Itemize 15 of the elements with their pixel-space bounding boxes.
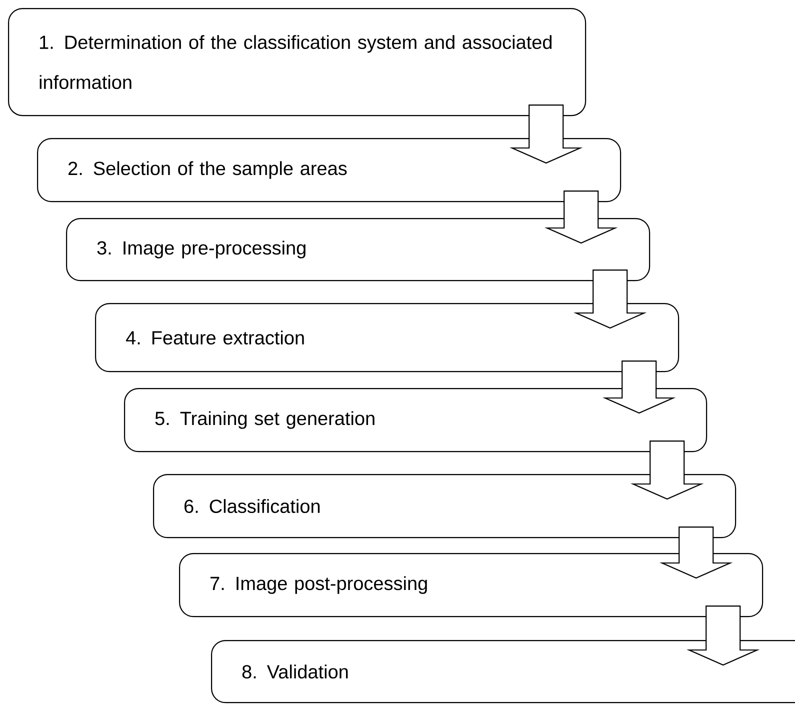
process-box: 3. Image pre-processing [66, 218, 650, 282]
block-arrow [660, 526, 733, 579]
process-box: 6. Classification [153, 474, 736, 538]
process-box: 1. Determination of the classification system and associated information [8, 8, 586, 116]
process-box: 5. Training set generation [124, 388, 708, 452]
block-arrow [574, 270, 647, 329]
block-arrow [602, 360, 676, 414]
block-arrow [686, 606, 760, 666]
process-box: 2. Selection of the sample areas [37, 138, 622, 202]
block-arrow [544, 190, 618, 244]
process-box: 4. Feature extraction [95, 303, 680, 372]
block-arrow [510, 104, 583, 164]
process-box: 7. Image post-processing [179, 553, 764, 618]
block-arrow [630, 440, 704, 500]
process-box: 8. Validation [211, 640, 795, 704]
